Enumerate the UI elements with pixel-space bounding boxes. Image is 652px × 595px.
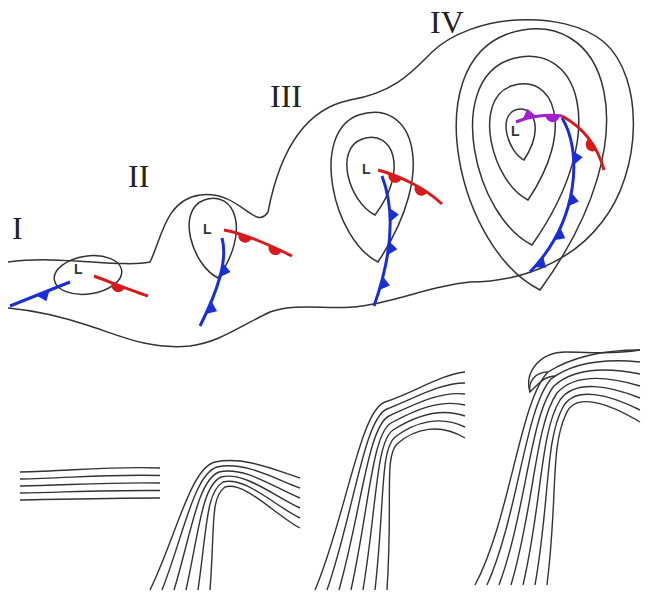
stage-number: I [12, 212, 23, 244]
streamline [315, 372, 465, 590]
front-symbol [220, 263, 230, 277]
streamline [523, 387, 640, 585]
streamline [150, 461, 300, 590]
front-symbol [111, 283, 125, 292]
isobar [490, 84, 556, 200]
streamline [174, 471, 300, 590]
front-symbol [523, 109, 537, 119]
low-marker: L [362, 162, 371, 176]
streamline [162, 466, 300, 590]
warm-front [94, 276, 148, 296]
front-symbol [546, 115, 560, 122]
front-symbol [379, 276, 390, 289]
streamline [198, 481, 300, 590]
front-symbol [206, 301, 217, 314]
isobar [456, 29, 606, 290]
front-symbol [568, 193, 579, 207]
streamline [351, 403, 465, 590]
stage-number: III [270, 80, 302, 112]
streamline [511, 379, 640, 585]
streamline [186, 476, 300, 590]
isobar [347, 137, 394, 215]
streamline [387, 429, 465, 590]
streamline-hook [529, 350, 640, 392]
front-symbol [269, 245, 282, 255]
streamline [475, 350, 640, 585]
isobar [189, 198, 236, 278]
streamline [20, 468, 160, 472]
streamline [363, 412, 465, 590]
streamline [547, 402, 640, 585]
front-symbol [238, 233, 252, 242]
low-marker: L [74, 262, 83, 276]
warm-front [562, 116, 604, 170]
streamline [20, 475, 160, 479]
stage-number: II [128, 160, 149, 192]
streamline [327, 383, 465, 590]
streamline [535, 394, 640, 585]
streamline [210, 486, 300, 590]
isobar [473, 56, 579, 245]
low-marker: L [203, 222, 212, 236]
streamline [487, 361, 640, 585]
streamline [339, 394, 465, 590]
streamline-hook [530, 372, 556, 392]
front-symbol [586, 138, 597, 151]
isobars [8, 20, 633, 347]
front-symbol [387, 241, 397, 255]
cold-front [530, 118, 574, 272]
front-symbol [415, 185, 428, 196]
warm-front [224, 230, 292, 256]
isobar [52, 251, 125, 298]
cold-front [374, 176, 390, 306]
warm-front [378, 170, 442, 204]
front-symbol [388, 173, 402, 183]
streamline [375, 421, 465, 590]
low-marker: L [511, 124, 520, 138]
front-symbol [389, 208, 398, 222]
front-symbol [37, 290, 50, 301]
streamlines [20, 350, 640, 590]
streamline [20, 490, 160, 493]
outer-isobar [8, 20, 633, 347]
front-symbol [573, 151, 583, 165]
stage-number: IV [430, 6, 464, 38]
cold-front [10, 282, 70, 306]
cold-front [200, 238, 224, 326]
streamline [20, 483, 160, 486]
front-symbol [534, 257, 545, 268]
front-symbol [554, 228, 565, 240]
isobar [331, 112, 413, 262]
streamline [20, 498, 160, 500]
streamline [499, 370, 640, 585]
